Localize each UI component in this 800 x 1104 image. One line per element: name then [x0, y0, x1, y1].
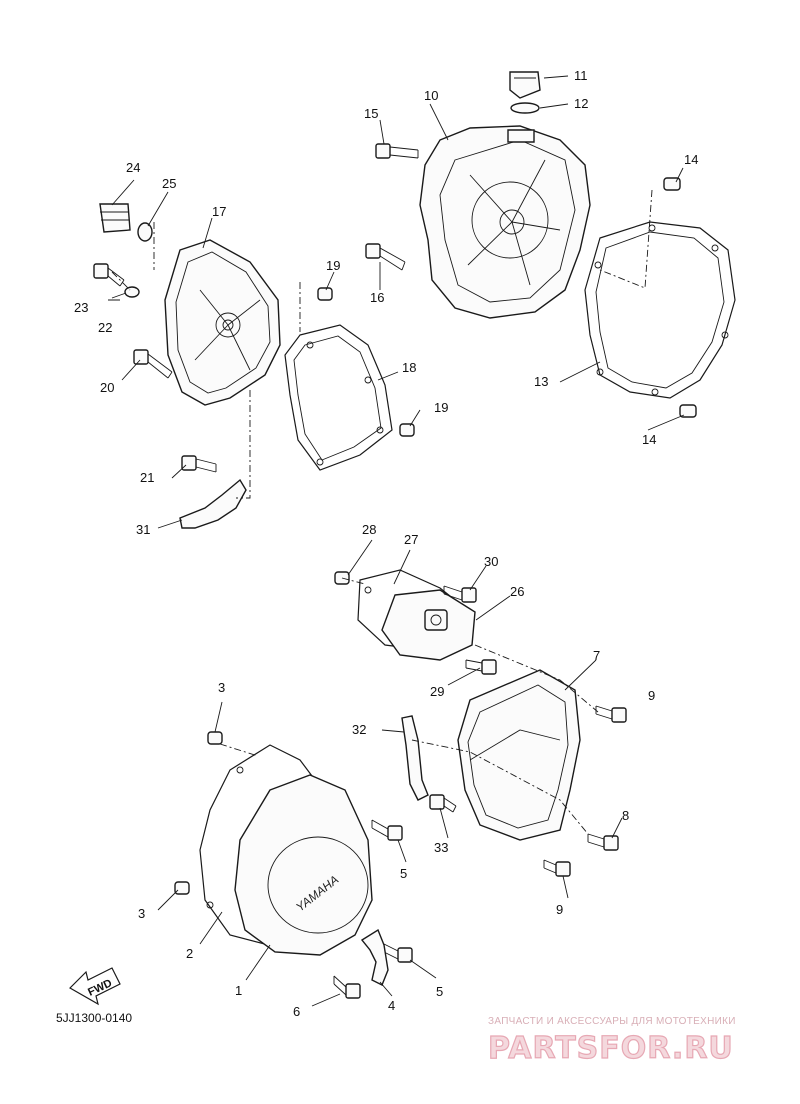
callout-2: 2 — [186, 946, 193, 961]
callout-28: 28 — [362, 522, 376, 537]
callout-10: 10 — [424, 88, 438, 103]
callout-18: 18 — [402, 360, 416, 375]
callout-30: 30 — [484, 554, 498, 569]
callout-14a: 14 — [684, 152, 698, 167]
forward-arrow-icon: FWD — [69, 967, 121, 1006]
callout-15: 15 — [364, 106, 378, 121]
callout-11: 11 — [574, 68, 588, 83]
callout-13: 13 — [534, 374, 548, 389]
dowel-pin-3-upper — [207, 731, 223, 745]
callout-19b: 19 — [434, 400, 448, 415]
o-ring-25 — [137, 222, 153, 242]
bolt-21 — [181, 455, 217, 473]
callout-8: 8 — [622, 808, 629, 823]
callout-labels: 1 2 3 3 4 5 5 6 7 8 9 9 10 11 12 13 14 1… — [74, 68, 698, 1019]
callout-6: 6 — [293, 1004, 300, 1019]
bolt-16 — [365, 243, 406, 271]
bolt-9-lower — [543, 859, 571, 877]
dowel-pin-19-lower — [399, 423, 415, 437]
callout-26: 26 — [510, 584, 524, 599]
callout-5a: 5 — [400, 866, 407, 881]
bolt-8 — [587, 833, 619, 851]
component-26 — [381, 589, 476, 661]
cover-17 — [164, 239, 281, 406]
callout-9a: 9 — [648, 688, 655, 703]
callout-14b: 14 — [642, 432, 656, 447]
callout-16: 16 — [370, 290, 384, 305]
gasket-18 — [284, 324, 393, 471]
callout-25: 25 — [162, 176, 176, 191]
plug-24 — [99, 203, 131, 233]
callout-31: 31 — [136, 522, 150, 537]
callout-12: 12 — [574, 96, 588, 111]
diagram-code: 5JJ1300-0140 — [56, 1011, 132, 1025]
watermark-tagline: ЗАПЧАСТИ И АКСЕССУАРЫ ДЛЯ МОТОТЕХНИКИ — [488, 1016, 736, 1027]
callout-4: 4 — [388, 998, 395, 1013]
crankcase-cover-10 — [419, 125, 591, 319]
generator-cover-1: YAMAHA — [234, 774, 373, 956]
callout-32: 32 — [352, 722, 366, 737]
oil-filler-cap-11 — [509, 71, 541, 99]
callout-9b: 9 — [556, 902, 563, 917]
callout-17: 17 — [212, 204, 226, 219]
bracket-32 — [401, 715, 429, 801]
bolt-15 — [375, 143, 419, 159]
bolt-23 — [93, 263, 125, 287]
dowel-pin-19-upper — [317, 287, 333, 301]
watermark-brand: PARTSFOR.RU — [488, 1031, 734, 1066]
washer-22 — [124, 286, 140, 298]
bolt-33 — [429, 794, 457, 813]
callout-1: 1 — [235, 983, 242, 998]
callout-21: 21 — [140, 470, 154, 485]
o-ring-12 — [510, 102, 540, 114]
bolt-5-lower — [383, 943, 413, 963]
callout-7: 7 — [593, 648, 600, 663]
callout-23: 23 — [74, 300, 88, 315]
callout-29: 29 — [430, 684, 444, 699]
assembly-lines — [111, 189, 653, 835]
bolt-30 — [443, 585, 477, 603]
callout-5b: 5 — [436, 984, 443, 999]
bolt-29 — [465, 659, 497, 675]
bolt-5-upper — [371, 819, 403, 841]
bolt-20 — [133, 349, 173, 379]
callout-20: 20 — [100, 380, 114, 395]
bracket-31 — [179, 478, 247, 529]
callout-27: 27 — [404, 532, 418, 547]
bolt-9-upper — [595, 705, 627, 723]
callout-22: 22 — [98, 320, 112, 335]
gasket-13 — [584, 221, 736, 399]
leader-lines — [108, 75, 685, 1007]
callout-3a: 3 — [218, 680, 225, 695]
dowel-pin-3-lower — [174, 881, 190, 895]
watermark-logo: ЗАПЧАСТИ И АКСЕССУАРЫ ДЛЯ МОТОТЕХНИКИ PA… — [487, 1016, 736, 1067]
dowel-pin-14-lower — [679, 404, 697, 418]
callout-19a: 19 — [326, 258, 340, 273]
bracket-4 — [360, 928, 389, 986]
callout-33: 33 — [434, 840, 448, 855]
bolt-6 — [333, 975, 361, 999]
callout-3b: 3 — [138, 906, 145, 921]
callout-24: 24 — [126, 160, 140, 175]
